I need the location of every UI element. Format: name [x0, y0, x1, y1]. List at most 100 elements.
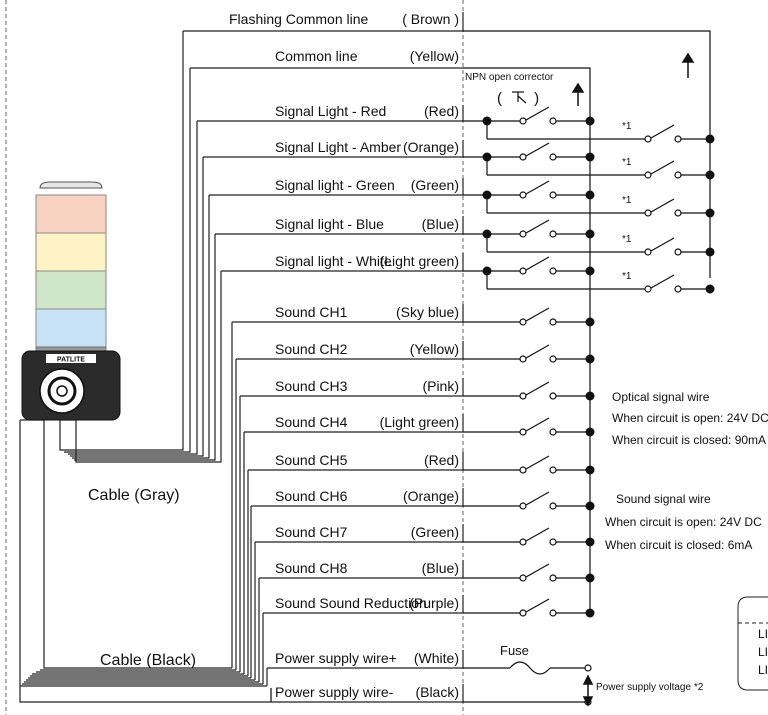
sound-switch [519, 491, 557, 510]
white-name: Signal light - White [275, 253, 392, 269]
npn-symbol-text: ( ) [497, 90, 553, 107]
ch6-color: (Orange) [403, 488, 459, 504]
ch8-color: (Blue) [422, 560, 459, 576]
note-mark: *1 [622, 157, 632, 168]
note-mark: *1 [622, 195, 632, 206]
note-mark: *1 [622, 121, 632, 132]
sound-node-common [585, 573, 595, 583]
sound-switch [519, 598, 557, 617]
power-plus-color: (White) [414, 650, 459, 666]
legend-text-1: LI [758, 627, 768, 641]
signal-switches: *1 *1 *1 *1 *1 [463, 106, 715, 294]
ch4-color: (Light green) [380, 414, 459, 430]
sound-switch [519, 455, 557, 474]
signal-node-common [585, 116, 595, 126]
reduction-name: Sound Sound Reduction [275, 595, 427, 611]
ch3-name: Sound CH3 [275, 378, 348, 394]
green-name: Signal light - Green [275, 177, 395, 193]
flashing-common-color: ( Brown ) [402, 11, 459, 27]
sound-switch [519, 417, 557, 436]
signal-node-flash [705, 134, 715, 144]
current-arrows [571, 52, 695, 707]
signal-flash-switch [644, 160, 682, 179]
signal-node-common [585, 152, 595, 162]
ch3-color: (Pink) [422, 378, 459, 394]
signal-node-flash [705, 208, 715, 218]
sound-switch [519, 307, 557, 326]
common-name: Common line [275, 48, 358, 64]
sound-spec: Sound signal wire When circuit is open: … [605, 492, 762, 552]
signal-node-flash [705, 170, 715, 180]
power-plus-name: Power supply wire+ [275, 650, 397, 666]
ch1-color: (Sky blue) [396, 304, 459, 320]
sound-node-common [585, 501, 595, 511]
legend-box: LI LI LI [737, 596, 768, 691]
sound-spec-title: Sound signal wire [616, 492, 711, 506]
signal-npn-switch [519, 256, 557, 275]
power-minus-name: Power supply wire- [275, 684, 394, 700]
sound-node-common [585, 465, 595, 475]
green-lamp-tier [35, 270, 107, 310]
signal-tower: PATLITE [21, 181, 121, 421]
brand-logo: PATLITE [57, 357, 85, 364]
power-minus-color: (Black) [415, 684, 459, 700]
wire-labels: Flashing Common line ( Brown ) Common li… [229, 11, 459, 700]
sound-switch [519, 381, 557, 400]
npn-transistor-icon: ( ) [497, 90, 553, 107]
fuse-circuit [463, 661, 592, 706]
signal-node-flash [705, 284, 715, 294]
ch5-name: Sound CH5 [275, 452, 348, 468]
ch8-name: Sound CH8 [275, 560, 348, 576]
sound-node-common [585, 537, 595, 547]
sound-node-common [585, 391, 595, 401]
signal-flash-switch [644, 124, 682, 143]
signal-node-flash [705, 247, 715, 257]
signal-flash-switch [644, 274, 682, 293]
sound-node-common [585, 427, 595, 437]
red-color: (Red) [424, 103, 459, 119]
signal-node-common [585, 266, 595, 276]
signal-flash-switch [644, 198, 682, 217]
ch1-name: Sound CH1 [275, 304, 348, 320]
sound-node-common [585, 354, 595, 364]
ch4-name: Sound CH4 [275, 414, 348, 430]
sound-spec-closed: When circuit is closed: 6mA [605, 538, 752, 552]
npn-label: NPN open corrector [465, 72, 554, 83]
reduction-color: (Purple) [409, 595, 459, 611]
sound-switches [463, 307, 595, 618]
amber-name: Signal Light - Amber [275, 139, 401, 155]
blue-name: Signal light - Blue [275, 216, 384, 232]
signal-npn-switch [519, 142, 557, 161]
brand-plate [46, 354, 96, 363]
signal-node-common [585, 229, 595, 239]
ch7-color: (Green) [411, 524, 459, 540]
cable-gray-label: Cable (Gray) [88, 487, 180, 504]
signal-npn-switch [519, 106, 557, 125]
legend-text-2: LI [758, 645, 768, 659]
signal-npn-switch [519, 219, 557, 238]
note-mark: *1 [622, 271, 632, 282]
sound-spec-open: When circuit is open: 24V DC [605, 515, 762, 529]
fuse-label: Fuse [500, 643, 529, 658]
white-color: (Light green) [380, 253, 459, 269]
black-cable-bundle [19, 322, 272, 703]
blue-lamp-tier [35, 308, 107, 348]
blue-color: (Blue) [422, 216, 459, 232]
power-voltage-label: Power supply voltage *2 [596, 682, 704, 693]
ch2-color: (Yellow) [410, 341, 459, 357]
sound-switch [519, 527, 557, 546]
ch6-name: Sound CH6 [275, 488, 348, 504]
green-color: (Green) [411, 177, 459, 193]
amber-color: (Orange) [403, 139, 459, 155]
optical-spec-title: Optical signal wire [612, 390, 710, 404]
optical-spec: Optical signal wire When circuit is open… [612, 390, 768, 447]
cable-black-label: Cable (Black) [100, 652, 196, 669]
signal-npn-switch [519, 180, 557, 199]
note-mark: *1 [622, 234, 632, 245]
common-color: (Yellow) [410, 48, 459, 64]
red-name: Signal Light - Red [275, 103, 386, 119]
signal-flash-switch [644, 237, 682, 256]
sound-node-common [585, 608, 595, 618]
